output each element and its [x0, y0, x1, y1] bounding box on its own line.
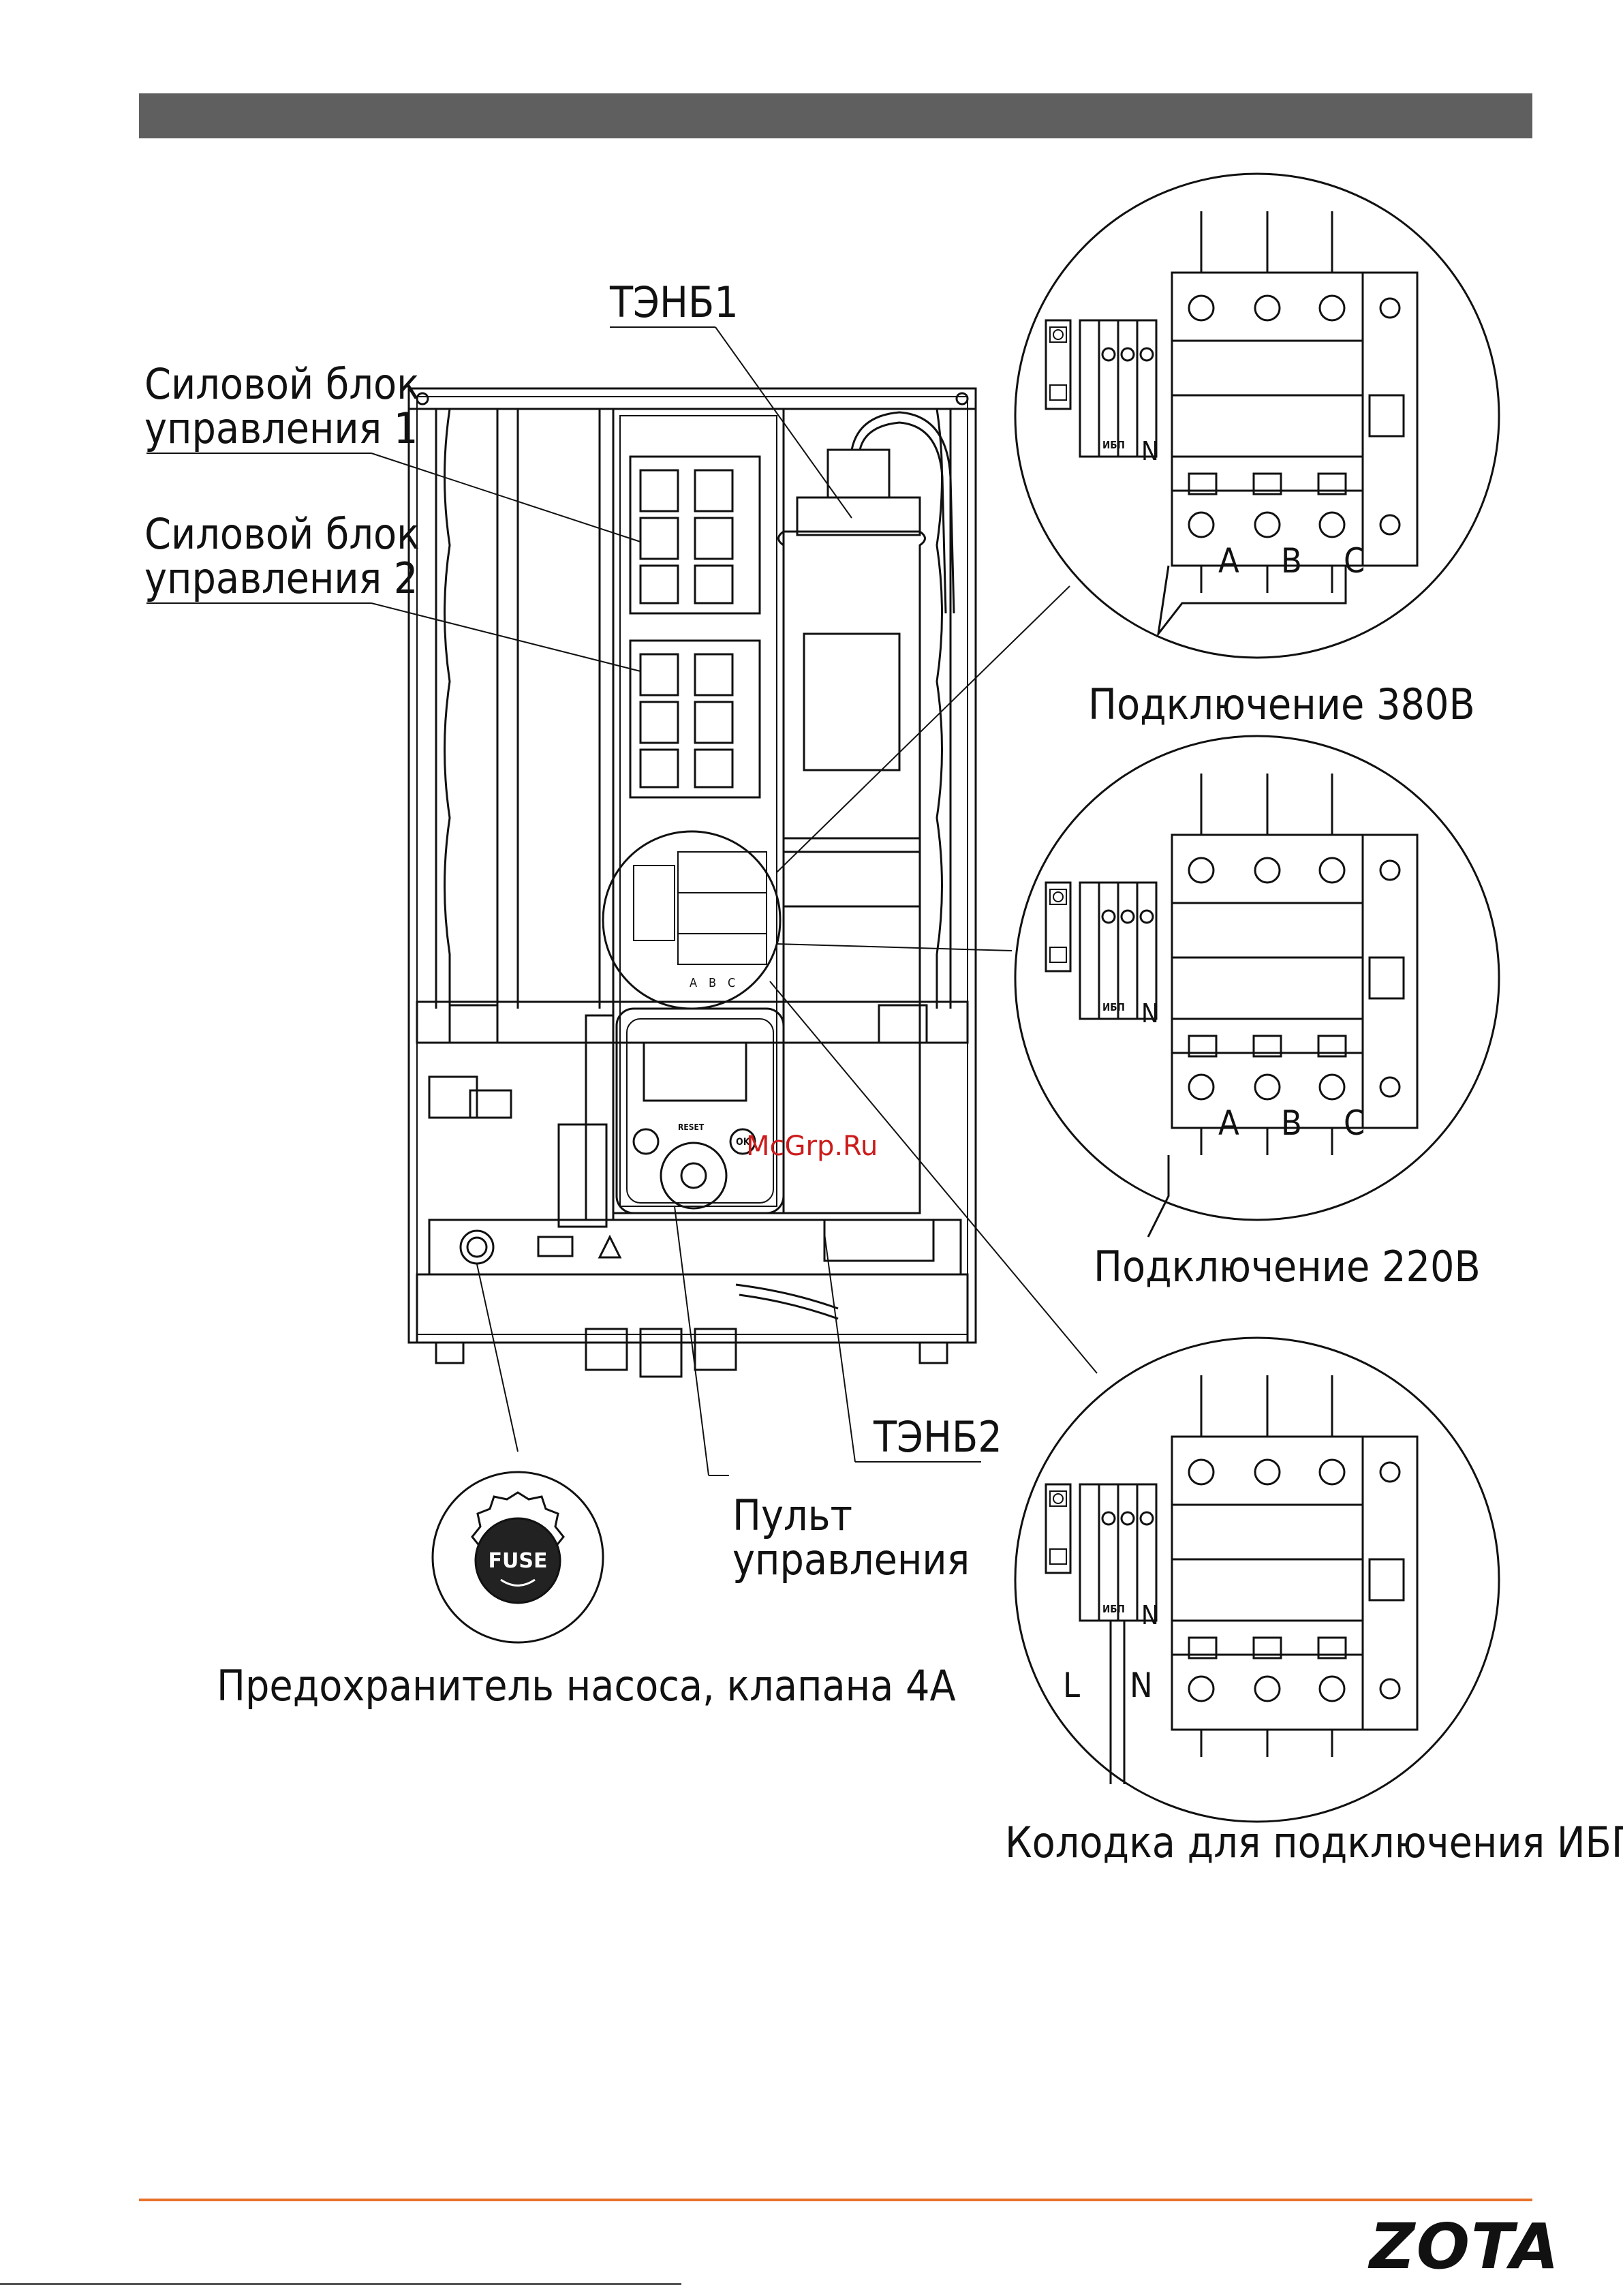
label-tenb1: ТЭНБ1 [609, 277, 739, 327]
terminal-n-ups: N [1141, 1600, 1159, 1630]
phase-c-380: C [1344, 541, 1365, 581]
phase-b-380: B [1281, 541, 1302, 581]
label-control-panel-line2: управления [732, 1535, 970, 1585]
label-connection-380: Подключение 380В [1088, 679, 1475, 729]
label-power-block-2-line1: Силовой блок [144, 509, 420, 559]
terminal-ups-220: ИБП [1102, 1001, 1125, 1013]
phase-l-ups: L [1063, 1666, 1080, 1705]
terminal-ups-ups: ИБП [1102, 1603, 1125, 1615]
label-power-block-1-line1: Силовой блок [144, 359, 420, 409]
terminal-n-220: N [1141, 998, 1159, 1028]
watermark: McGrp.Ru [746, 1131, 878, 1162]
phase-c-220: C [1344, 1103, 1365, 1143]
zoom-ups [1015, 1338, 1499, 1822]
panel-reset-text: RESET [678, 1122, 705, 1132]
fuse-callout: FUSE [433, 1472, 603, 1642]
label-power-block-2-line2: управления 2 [144, 553, 418, 603]
label-fuse-caption: Предохранитель насоса, клапана 4А [217, 1661, 956, 1711]
zoom-380v [1015, 174, 1499, 658]
label-power-block-1-line2: управления 1 [144, 403, 418, 453]
phase-n-ups: N [1130, 1666, 1153, 1705]
phase-b-detail: B [709, 976, 716, 990]
phase-b-220: B [1281, 1103, 1302, 1143]
leader-lines [146, 327, 1097, 1475]
boiler-unit [409, 388, 976, 1377]
label-ups-block: Колодка для подключения ИБП [1005, 1818, 1623, 1867]
phase-a-detail: A [690, 976, 697, 990]
terminal-ups-380: ИБП [1102, 439, 1125, 451]
phase-a-220: A [1218, 1103, 1239, 1143]
terminal-n-380: N [1141, 436, 1159, 466]
phase-c-detail: C [728, 976, 735, 990]
phase-a-380: A [1218, 541, 1239, 581]
label-control-panel-line1: Пульт [732, 1490, 852, 1540]
label-connection-220: Подключение 220В [1094, 1242, 1481, 1291]
label-tenb2: ТЭНБ2 [873, 1412, 1002, 1462]
zota-logo: ZOTA [1367, 2210, 1560, 2283]
zoom-220v [1015, 736, 1499, 1237]
fuse-button-text: FUSE [489, 1549, 548, 1573]
